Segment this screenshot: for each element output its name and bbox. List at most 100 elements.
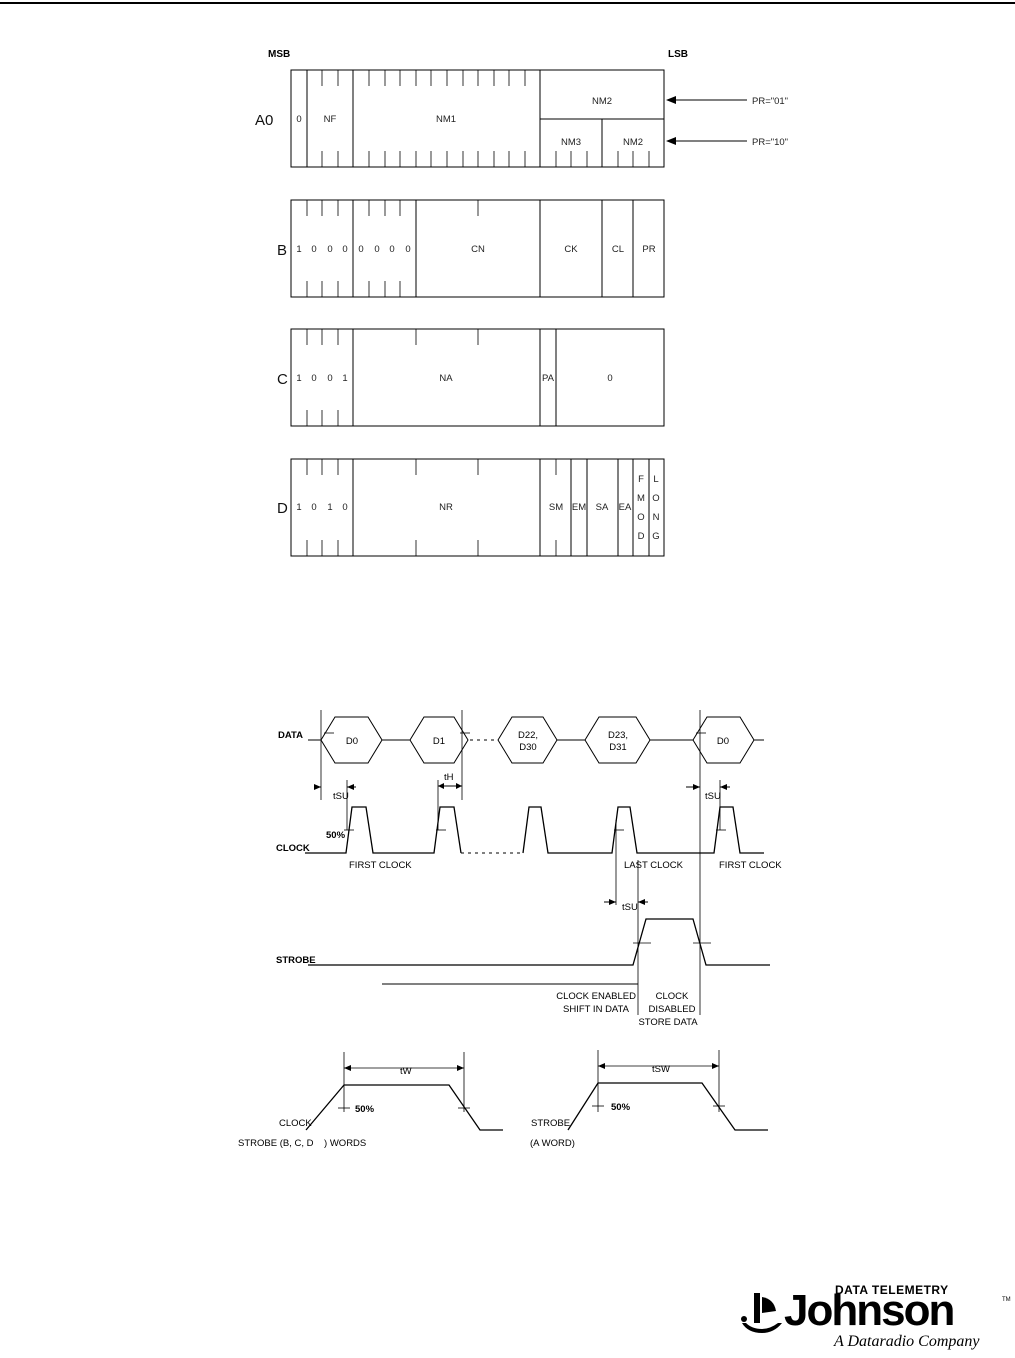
data-waveform: [308, 716, 764, 764]
register-c: [290, 328, 665, 427]
d-fmod-f: F: [638, 474, 644, 485]
last-clock-label: LAST CLOCK: [624, 860, 684, 871]
c-bit-1: 0: [311, 373, 316, 384]
logo-name: Johnson: [784, 1286, 955, 1335]
logo-tagline: A Dataradio Company: [834, 1333, 980, 1350]
tw-label: tW: [400, 1066, 412, 1077]
c-bit-0: 1: [296, 373, 301, 384]
data-label-d30: D30: [519, 742, 536, 753]
d-field-nr: NR: [439, 502, 453, 513]
clock-enabled-line1: CLOCK ENABLED: [556, 991, 636, 1002]
a0-arrow-label-pr01: PR="01": [752, 96, 788, 107]
clock-waveform: [305, 806, 764, 854]
fifty-percent-strobe-pulse: 50%: [611, 1102, 631, 1113]
d-bit-2: 1: [327, 502, 332, 513]
logo-data-telemetry: DATA TELEMETRY: [835, 1283, 949, 1297]
a0-field-0: 0: [296, 114, 301, 125]
register-a0-name: A0: [255, 112, 273, 129]
lsb-label: LSB: [668, 49, 688, 60]
strobe-waveform: [308, 918, 770, 966]
d-long-o: O: [652, 493, 659, 504]
d-bit-3: 0: [342, 502, 347, 513]
first-clock-label: FIRST CLOCK: [349, 860, 412, 871]
pulse-clock-label: CLOCK: [279, 1118, 312, 1129]
a0-arrow-label-pr10: PR="10": [752, 137, 788, 148]
timing-arrows: [314, 783, 730, 905]
data-label-d0: D0: [346, 736, 358, 747]
c-bit-3: 1: [342, 373, 347, 384]
b-field-pr: PR: [642, 244, 655, 255]
d-field-ea: EA: [619, 502, 632, 513]
register-d: [290, 458, 665, 557]
d-fmod-d: D: [638, 531, 645, 542]
d-field-sa: SA: [596, 502, 609, 513]
logo-trademark: TM: [1002, 1297, 1011, 1303]
d-long-g: G: [652, 531, 659, 542]
data-label-d22: D22,: [518, 730, 538, 741]
b-field-cn: CN: [471, 244, 485, 255]
viking-ship-icon: [741, 1293, 782, 1333]
b-bit-0: 1: [296, 244, 301, 255]
c-field-pa: PA: [542, 373, 555, 384]
msb-label: MSB: [268, 49, 290, 60]
register-c-frame: [290, 328, 665, 427]
c-field-na: NA: [439, 373, 453, 384]
c-bit-2: 0: [327, 373, 332, 384]
fifty-percent-clock-pulse: 50%: [355, 1104, 375, 1115]
signal-label-clock: CLOCK: [276, 843, 310, 854]
a0-field-nm3: NM3: [561, 137, 581, 148]
clock-disabled-line2: DISABLED: [649, 1004, 696, 1015]
a0-field-nm1: NM1: [436, 114, 456, 125]
b-bit-3: 0: [342, 244, 347, 255]
timing-reference-lines: [320, 710, 721, 1015]
b-field-cl: CL: [612, 244, 624, 255]
a0-field-nf: NF: [324, 114, 337, 125]
fifty-percent-clock: 50%: [326, 830, 346, 841]
b-bit-1: 0: [311, 244, 316, 255]
data-label-d1: D1: [433, 736, 445, 747]
register-d-frame: [290, 458, 665, 557]
b-bit-4: 0: [358, 244, 363, 255]
pulse-strobe-sublabel: (A WORD): [530, 1138, 575, 1149]
b-field-ck: CK: [564, 244, 578, 255]
register-d-name: D: [277, 500, 288, 517]
clock-enabled-line2: SHIFT IN DATA: [563, 1004, 630, 1015]
first-clock-label-next: FIRST CLOCK: [719, 860, 782, 871]
data-label-d0-next: D0: [717, 736, 729, 747]
clock-pulse-width: [305, 1052, 503, 1131]
a0-field-nm2: NM2: [592, 96, 612, 107]
d-bit-1: 0: [311, 502, 316, 513]
d-fmod-m: M: [637, 493, 645, 504]
tsw-label: tSW: [652, 1064, 670, 1075]
top-rule: [0, 2, 1015, 4]
tsu-label-2: tSU: [705, 791, 721, 802]
signal-label-strobe: STROBE: [276, 955, 316, 966]
d-long-n: N: [653, 512, 660, 523]
a0-field-nm2-lower: NM2: [623, 137, 643, 148]
pulse-clock-sublabel: STROBE (B, C, D ) WORDS: [238, 1138, 366, 1149]
data-label-d23: D23,: [608, 730, 628, 741]
register-b: [290, 199, 665, 298]
strobe-pulse-width: [567, 1050, 768, 1131]
d-field-em: EM: [572, 502, 586, 513]
data-word-d1: [409, 716, 469, 764]
johnson-logo: DATA TELEMETRY Johnson TM A Dataradio Co…: [740, 1283, 1011, 1353]
b-bit-5: 0: [374, 244, 379, 255]
register-b-frame: [290, 199, 665, 298]
b-bit-6: 0: [389, 244, 394, 255]
register-b-name: B: [277, 242, 287, 259]
data-label-d31: D31: [609, 742, 626, 753]
register-a0: [290, 69, 747, 168]
pulse-strobe-label: STROBE: [531, 1118, 570, 1129]
d-field-sm: SM: [549, 502, 563, 513]
d-long-l: L: [653, 474, 658, 485]
clock-disabled-line3: STORE DATA: [638, 1017, 698, 1028]
d-bit-0: 1: [296, 502, 301, 513]
signal-label-data: DATA: [278, 730, 303, 741]
register-c-name: C: [277, 371, 288, 388]
c-field-0: 0: [607, 373, 612, 384]
th-label: tH: [444, 772, 454, 783]
b-bit-2: 0: [327, 244, 332, 255]
b-bit-7: 0: [405, 244, 410, 255]
